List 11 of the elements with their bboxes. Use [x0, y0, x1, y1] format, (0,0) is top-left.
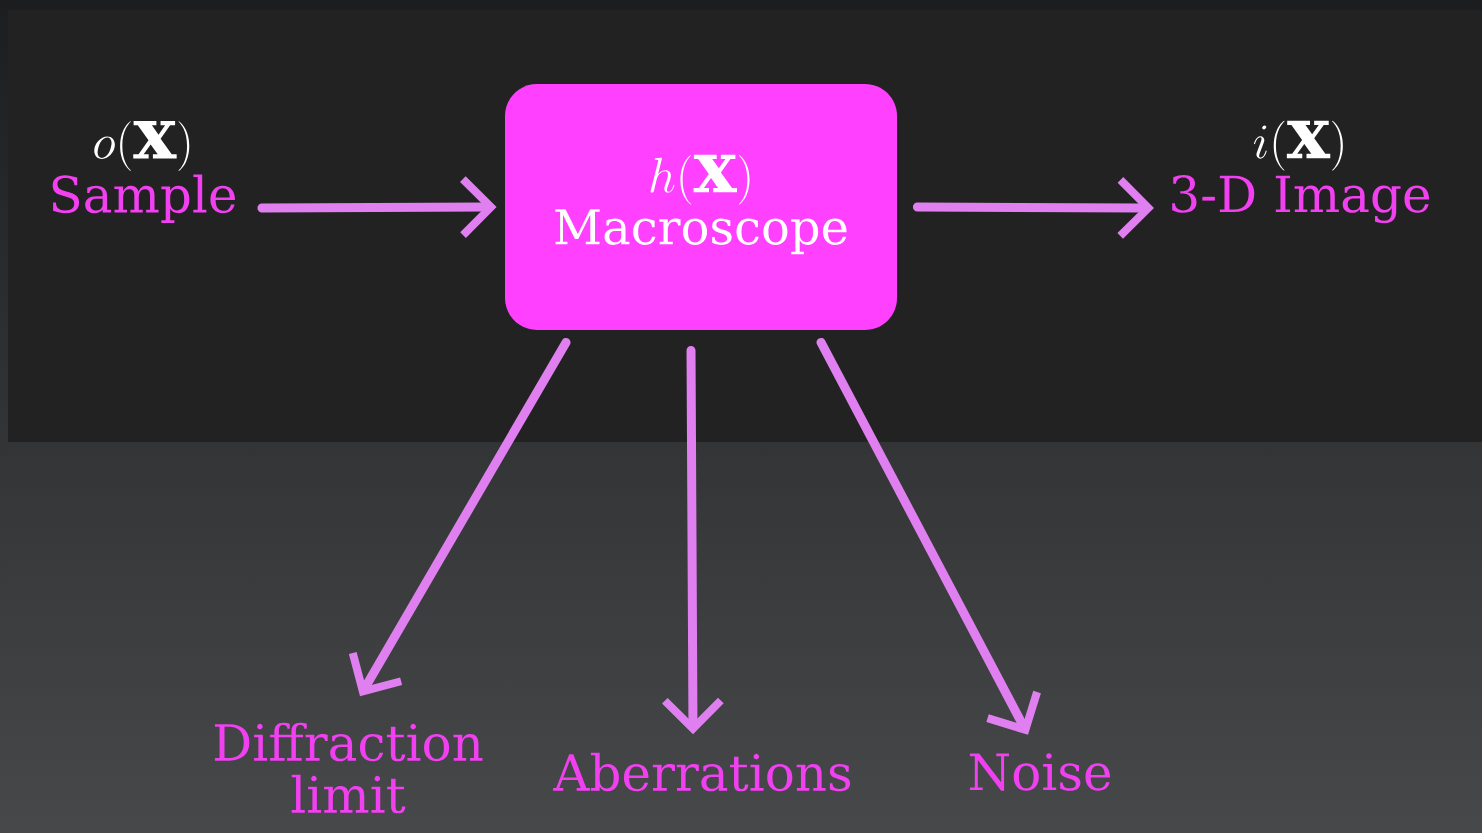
effect-label: Noise: [969, 753, 1111, 791]
effect-label: Diffraction limit: [214, 722, 483, 814]
effect-label: Aberrations: [553, 752, 851, 792]
term-label: $i(\mathbf{x})$ 3-D Image: [1172, 120, 1430, 224]
arrow: [348, 337, 571, 697]
arrow: [816, 337, 1041, 735]
arrow: [662, 345, 724, 735]
arrow: [257, 176, 497, 238]
term-label: $o(\mathbf{x})$ Sample: [52, 121, 236, 223]
process-box: $h(\mathbf{x})$ Macroscope: [505, 84, 897, 330]
arrow: [912, 177, 1154, 239]
